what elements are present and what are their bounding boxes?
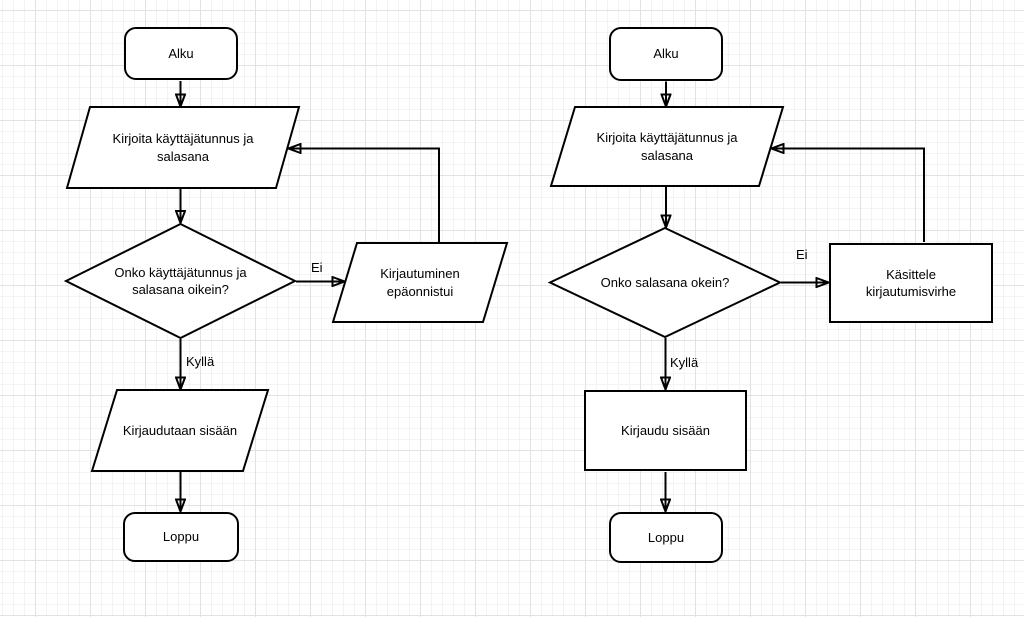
node-label: Kirjautuminen epäonnistui: [380, 266, 460, 299]
node-left-end[interactable]: Loppu: [123, 512, 239, 562]
node-left-fail[interactable]: Kirjautuminen epäonnistui: [331, 242, 509, 323]
diamond-shape: [547, 226, 783, 339]
node-label: Kirjaudutaan sisään: [122, 422, 238, 438]
node-left-success[interactable]: Kirjaudutaan sisään: [90, 389, 270, 472]
edge-label-left-yes: Kyllä: [186, 354, 215, 369]
node-right-error[interactable]: Käsittele kirjautumisvirhe: [829, 243, 993, 323]
node-left-input[interactable]: Kirjoita käyttäjätunnus ja salasana: [65, 106, 301, 189]
node-label: Alku: [653, 46, 679, 62]
node-label: Onko salasana okein?: [600, 274, 730, 290]
node-left-start[interactable]: Alku: [124, 27, 238, 80]
edge-label-right-no: Ei: [796, 247, 808, 262]
parallelogram-shape: [331, 242, 509, 323]
parallelogram-shape: [65, 106, 301, 189]
node-label: Alku: [168, 45, 194, 61]
node-label: Onko käyttäjätunnus ja salasana oikein?: [114, 264, 247, 297]
node-label: Kirjoita käyttäjätunnus ja salasana: [112, 131, 254, 164]
edge-right-error-input[interactable]: [772, 149, 925, 243]
node-right-start[interactable]: Alku: [609, 27, 723, 81]
diamond-shape: [63, 222, 298, 340]
node-label: Loppu: [162, 529, 200, 545]
node-right-decision[interactable]: Onko salasana okein?: [547, 226, 783, 339]
node-label: Loppu: [647, 529, 685, 545]
parallelogram-shape: [90, 389, 270, 472]
node-label: Käsittele kirjautumisvirhe: [865, 266, 957, 299]
node-right-end[interactable]: Loppu: [609, 512, 723, 563]
node-right-success[interactable]: Kirjaudu sisään: [584, 390, 747, 471]
node-right-input[interactable]: Kirjoita käyttäjätunnus ja salasana: [549, 106, 785, 187]
edge-label-right-yes: Kyllä: [670, 355, 699, 370]
edge-label-left-no: Ei: [311, 260, 323, 275]
node-label: Kirjoita käyttäjätunnus ja salasana: [596, 130, 738, 163]
edge-left-fail-input[interactable]: [289, 149, 440, 243]
node-label: Kirjaudu sisään: [621, 422, 710, 438]
parallelogram-shape: [549, 106, 785, 187]
node-left-decision[interactable]: Onko käyttäjätunnus ja salasana oikein?: [63, 222, 298, 340]
